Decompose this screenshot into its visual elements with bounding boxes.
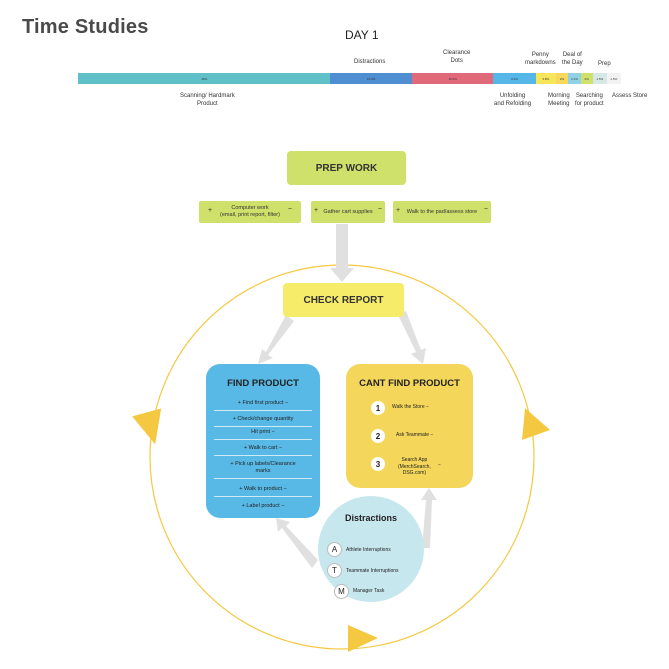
label-prep: Prep (598, 61, 611, 67)
timeline-segment: 1.5% (592, 73, 607, 84)
timeline-segment-label: 1.5% (610, 76, 618, 81)
check-report-box: CHECK REPORT (283, 283, 404, 317)
timeline-segment-label: 8.2% (511, 76, 518, 81)
label-morning: Morning Meeting (548, 93, 570, 107)
timeline-segment: 46% (78, 73, 331, 84)
find-item: + Check/change quantity (214, 416, 312, 427)
prep-work-box: PREP WORK (287, 151, 406, 185)
label-clearance: Clearance Dots (443, 50, 471, 64)
label-deal: Deal of the Day (562, 52, 583, 66)
plus-icon: + (396, 207, 401, 214)
distraction-letter: M (334, 584, 349, 599)
cant-find-product-panel: CANT FIND PRODUCT 1 Walk the Store − 2 A… (346, 364, 473, 488)
arrow-distractions-to-cant-icon (421, 488, 437, 548)
arrow-distractions-to-find-icon (276, 518, 318, 568)
minus-icon: − (377, 206, 382, 213)
timeline-segment: 8.2% (493, 73, 536, 84)
distraction-teammate: Teammate Interruptions (346, 568, 399, 574)
cycle-arrow-right-icon (522, 408, 550, 440)
cant-item-ask-teammate: Ask Teammate − (396, 432, 434, 438)
find-item: + Find first product − (214, 400, 312, 411)
cant-item-search-app: Search App (MerchSearch, DSG.com) (398, 457, 431, 476)
plus-icon: + (208, 207, 213, 214)
find-item: + Walk to cart − (214, 445, 312, 456)
timeline-segment: 15.3% (330, 73, 412, 84)
prep-item-computer-work: + Computer work (email, print report, fi… (199, 201, 301, 223)
step-number: 2 (371, 429, 385, 443)
cant-find-title: CANT FIND PRODUCT (359, 378, 460, 389)
timeline-segment-label: 2% (559, 76, 565, 81)
prep-item-walk-to-pad: + Walk to the pad/assess store − (393, 201, 491, 223)
label-assess-store: Assess Store (612, 93, 648, 99)
label-penny: Penny markdowns (525, 52, 556, 66)
timeline-segment-label: 2.1% (571, 76, 578, 81)
step-number: 3 (371, 457, 385, 471)
distraction-letter: A (327, 542, 342, 557)
step-number: 1 (371, 401, 385, 415)
timeline-segment-label: 1.5% (596, 76, 604, 81)
timeline-segment-label: 3.8% (542, 76, 550, 81)
distractions-title: Distractions (344, 513, 397, 523)
page-title: Time Studies (22, 16, 149, 38)
find-item: + Walk to product − (214, 486, 312, 497)
timeline-segment: 2% (580, 73, 593, 84)
minus-icon: − (287, 206, 292, 213)
find-item: + Label product − (241, 503, 285, 509)
minus-icon: − (483, 206, 488, 213)
plus-icon: + (314, 207, 319, 214)
timeline-segment: 3.8% (535, 73, 556, 84)
minus-icon: − (438, 462, 441, 468)
cycle-arrow-bottom-icon (348, 625, 378, 652)
day-label: DAY 1 (345, 28, 379, 42)
find-product-title: FIND PRODUCT (227, 378, 299, 389)
timeline-segment-label: 2% (584, 76, 589, 81)
arrow-prep-to-check-icon (330, 224, 354, 282)
arrow-check-to-find-icon (258, 315, 294, 364)
distractions-circle: Distractions A Athlete Interruptions T T… (318, 496, 424, 602)
timeline-segment: 1.5% (606, 73, 621, 84)
timeline-segment: 15.2% (411, 73, 494, 84)
find-item: + Pick up labels/Clearance marks (214, 461, 312, 479)
label-searching: Searching for product (575, 93, 604, 107)
find-product-panel: FIND PRODUCT + Find first product − + Ch… (206, 364, 320, 518)
arrow-check-to-cant-icon (398, 311, 426, 364)
timeline-segment: 2.1% (568, 73, 581, 84)
distraction-letter: T (327, 563, 342, 578)
prep-item-gather-cart: + Gather cart supplies − (311, 201, 385, 223)
cant-item-walk-store: Walk the Store − (392, 404, 429, 410)
distraction-manager: Manager Task (353, 588, 385, 594)
timeline-segment: 2% (555, 73, 569, 84)
label-unfolding: Unfolding and Refolding (494, 93, 532, 107)
timeline-segment-label: 15.2% (448, 76, 457, 81)
timeline-segment-label: 15.3% (366, 76, 376, 81)
label-distractions: Distractions (354, 59, 386, 65)
timeline-bar: 46% 15.3% 15.2% 8.2% 3.8% 2% 2.1% 2% 1.5% 1.5% (78, 73, 621, 84)
distraction-athlete: Athlete Interruptions (346, 547, 391, 553)
timeline-segment-label: 46% (201, 76, 208, 81)
cycle-arrow-left-icon (132, 408, 162, 445)
find-item: Hit print − (214, 429, 312, 440)
label-scanning: Scanning/ Hardmark Product (180, 93, 235, 107)
